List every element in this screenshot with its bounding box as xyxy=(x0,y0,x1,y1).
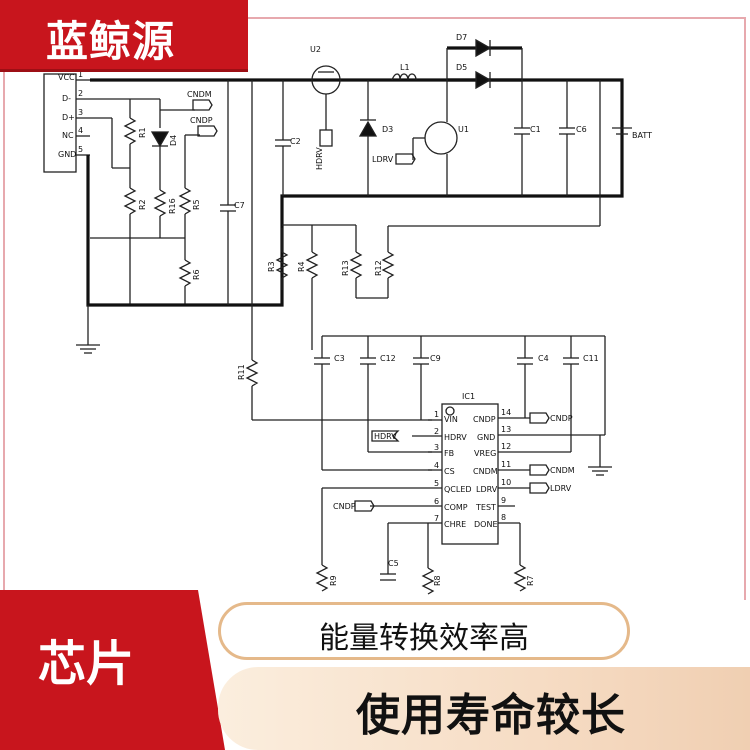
label-c1: C1 xyxy=(530,125,541,134)
ic-pin-name-cndm: CNDM xyxy=(473,467,498,476)
net-tag-ldrv-right: LDRV xyxy=(550,484,572,493)
label-r12: R12 xyxy=(374,260,383,276)
ic-pin-num-6: 6 xyxy=(434,497,439,506)
feature-text-efficiency: 能量转换效率高 xyxy=(319,621,529,656)
ic-pin-name-cs: CS xyxy=(444,467,455,476)
usb-connector xyxy=(43,73,77,173)
label-u1: U1 xyxy=(458,125,469,134)
ic-pin-num-4: 4 xyxy=(434,461,439,470)
label-r11: R11 xyxy=(237,364,246,380)
ic-pin-name-test: TEST xyxy=(475,503,496,512)
ic-pin-name-cndp: CNDP xyxy=(473,415,496,424)
feature-text-lifespan: 使用寿命较长 xyxy=(356,690,626,741)
ic-pin-num-11: 11 xyxy=(501,460,511,469)
ic-pin-num-5: 5 xyxy=(434,479,439,488)
ic-pin-name-vin: VIN xyxy=(444,415,458,424)
ic-pin-name-ldrv: LDRV xyxy=(476,485,498,494)
ic-pin-name-qcled: QCLED xyxy=(444,485,472,494)
brand-banner: 蓝鲸源 xyxy=(0,0,248,72)
label-c4: C4 xyxy=(538,354,549,363)
connector-pin-num-4: 4 xyxy=(78,126,83,135)
label-d7: D7 xyxy=(456,33,467,42)
ic1-body xyxy=(441,403,499,545)
label-hdrv-vertical: HDRV xyxy=(315,147,324,170)
ic-pin-num-10: 10 xyxy=(501,478,511,487)
label-ldrv-net: LDRV xyxy=(372,155,394,164)
ic-pin-num-14: 14 xyxy=(501,408,511,417)
label-c2: C2 xyxy=(290,137,301,146)
ic-pin-num-8: 8 xyxy=(501,513,506,522)
label-batt: BATT xyxy=(632,131,652,140)
label-ic1: IC1 xyxy=(462,392,475,401)
ic-pin-name-hdrv: HDRV xyxy=(444,433,467,442)
label-r13: R13 xyxy=(341,260,350,276)
chip-label: 芯片 xyxy=(38,636,135,692)
label-c7: C7 xyxy=(234,201,245,210)
connector-pin-num-1: 1 xyxy=(78,70,83,79)
ic-pin-name-vreg: VREG xyxy=(474,449,496,458)
connector-pin-2: D- xyxy=(62,94,71,103)
ic-pin-name-comp: COMP xyxy=(444,503,468,512)
label-c11: C11 xyxy=(583,354,599,363)
label-d3: D3 xyxy=(382,125,393,134)
label-c9: C9 xyxy=(430,354,441,363)
ic-pin-num-9: 9 xyxy=(501,496,506,505)
label-c5: C5 xyxy=(388,559,399,568)
ic-pin-name-chre: CHRE xyxy=(444,520,466,529)
ic-pin-name-gnd: GND xyxy=(477,433,495,442)
connector-pin-4: NC xyxy=(62,131,74,140)
net-tag-cndm-right: CNDM xyxy=(550,466,575,475)
frame-border xyxy=(3,17,746,600)
label-r5: R5 xyxy=(192,199,201,210)
ic-pin-name-fb: FB xyxy=(444,449,454,458)
brand-name: 蓝鲸源 xyxy=(46,17,176,66)
chip-badge xyxy=(0,590,225,750)
label-r16: R16 xyxy=(168,198,177,214)
label-r3: R3 xyxy=(267,261,276,272)
feature-pill-lifespan: 使用寿命较长 xyxy=(218,667,750,750)
label-r7: R7 xyxy=(526,575,535,586)
ic-pin-num-3: 3 xyxy=(434,443,439,452)
label-d5: D5 xyxy=(456,63,467,72)
net-tag-cndp-left: CNDP xyxy=(333,502,356,511)
connector-pin-num-2: 2 xyxy=(78,89,83,98)
net-tag-cndp-right: CNDP xyxy=(550,414,573,423)
connector-pin-1: VCC xyxy=(58,73,75,82)
ic-pin-num-13: 13 xyxy=(501,425,511,434)
label-r1: R1 xyxy=(138,127,147,138)
connector-pin-num-3: 3 xyxy=(78,108,83,117)
label-c3: C3 xyxy=(334,354,345,363)
ic-pin-num-1: 1 xyxy=(434,410,439,419)
ic-pin-num-12: 12 xyxy=(501,442,511,451)
label-cndm-net: CNDM xyxy=(187,90,212,99)
feature-pill-efficiency: 能量转换效率高 xyxy=(218,602,630,660)
label-d4: D4 xyxy=(169,135,178,146)
connector-pin-5: GND xyxy=(58,150,76,159)
label-l1: L1 xyxy=(400,63,410,72)
label-r4: R4 xyxy=(297,261,306,272)
label-r2: R2 xyxy=(138,199,147,210)
label-u2: U2 xyxy=(310,45,321,54)
ic-pin-name-done: DONE xyxy=(474,520,498,529)
label-r6: R6 xyxy=(192,269,201,280)
label-c6: C6 xyxy=(576,125,587,134)
label-r9: R9 xyxy=(329,575,338,586)
label-r8: R8 xyxy=(433,575,442,586)
net-tag-hdrv: HDRV xyxy=(374,432,397,441)
connector-pin-3: D+ xyxy=(62,113,75,122)
label-c12: C12 xyxy=(380,354,396,363)
label-cndp-net: CNDP xyxy=(190,116,213,125)
ic-pin-num-2: 2 xyxy=(434,427,439,436)
connector-pin-num-5: 5 xyxy=(78,145,83,154)
ic-pin-num-7: 7 xyxy=(434,514,439,523)
